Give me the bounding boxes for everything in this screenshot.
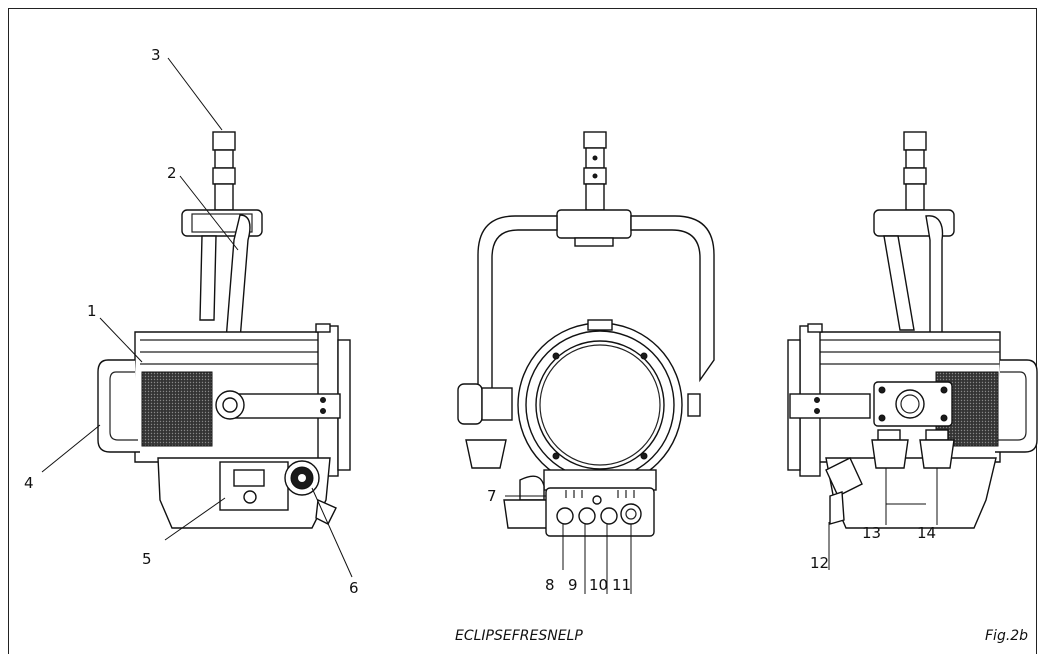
power-plug: [825, 457, 863, 497]
diagram-frame: [8, 8, 1037, 654]
callout-4: 4: [24, 474, 34, 492]
yoke-center-right: [630, 215, 715, 383]
callout-9: 9: [568, 576, 578, 594]
spigot-right: [903, 131, 927, 211]
callout-labels: 1 2 3 4 5 6 7 8 9 10 11 12 13 14: [24, 46, 936, 597]
callout-11: 11: [612, 576, 631, 594]
callout-10: 10: [589, 576, 608, 594]
leader-lines: [41, 57, 938, 594]
led-indicator: [592, 495, 602, 505]
callout-7: 7: [487, 487, 497, 505]
rear-handle-left: [97, 359, 140, 453]
right-side-view: [787, 131, 1038, 529]
connector-panel: [545, 487, 655, 537]
display-screen: [233, 469, 265, 487]
left-side-view: [97, 131, 351, 529]
fresnel-lens: [535, 340, 665, 470]
yoke-clamp-center: [556, 209, 632, 239]
rear-handle-right: [995, 359, 1038, 453]
callout-5: 5: [142, 550, 152, 568]
callout-14: 14: [917, 524, 936, 542]
power-out-connector: [600, 507, 618, 525]
callout-3: 3: [151, 46, 161, 64]
lock-lever-center: [503, 499, 549, 529]
spigot-center: [583, 131, 607, 211]
front-view: [457, 131, 715, 537]
callout-8: 8: [545, 576, 555, 594]
model-name: ECLIPSEFRESNELP: [455, 628, 583, 644]
dmx-out-connector: [578, 507, 596, 525]
tilt-knob-center: [457, 383, 483, 425]
pan-lock-knob: [871, 439, 909, 469]
fan-grill-left: [141, 371, 213, 447]
figure-label: Fig.2b: [985, 628, 1028, 644]
tilt-lock-knob: [919, 439, 955, 469]
callout-6: 6: [349, 579, 359, 597]
callout-13: 13: [862, 524, 881, 542]
callout-12: 12: [810, 554, 829, 572]
callout-2: 2: [167, 164, 177, 182]
spigot-left: [212, 131, 236, 211]
power-in-connector: [620, 503, 642, 525]
yoke-arm-left: [199, 235, 217, 321]
dmx-in-connector: [556, 507, 574, 525]
callout-1: 1: [87, 302, 97, 320]
power-button: [243, 490, 257, 504]
